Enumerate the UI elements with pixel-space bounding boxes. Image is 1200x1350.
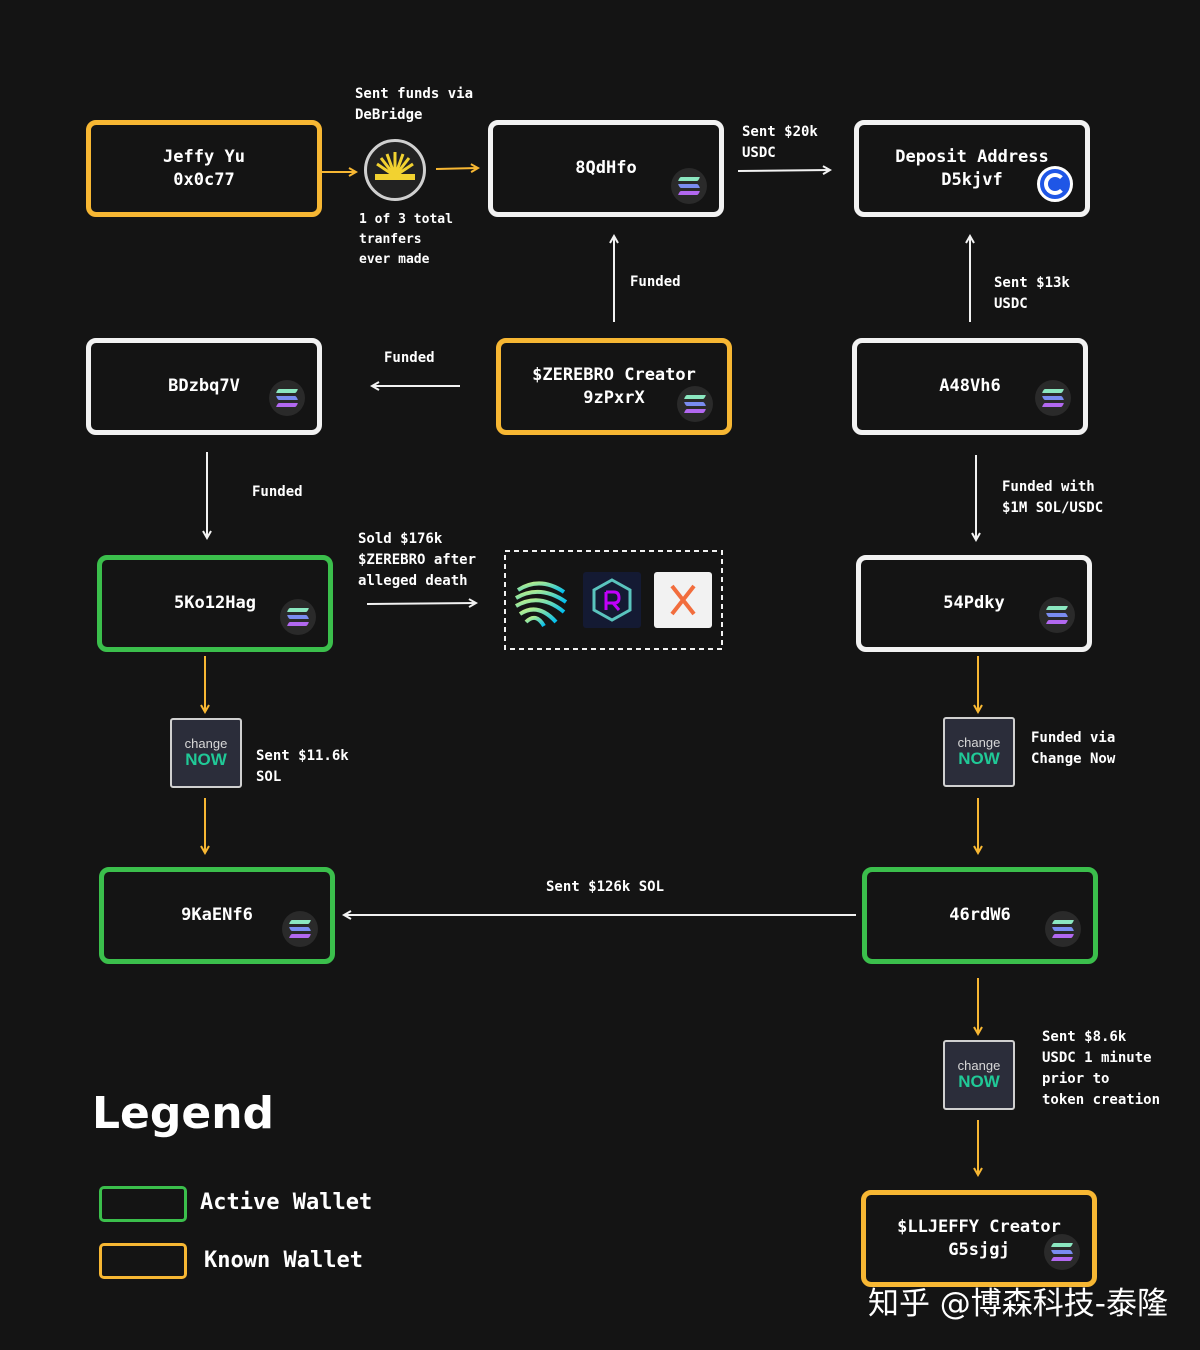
wallet-jeffy-yu: Jeffy Yu 0x0c77 (86, 120, 322, 217)
wallet-54pdky: 54Pdky (856, 555, 1092, 652)
label-funded-down: Funded (252, 484, 303, 500)
arrow-ko12hag-dex (366, 603, 476, 604)
wallet-46rdw6: 46rdW6 (862, 867, 1098, 964)
dex-group-box (504, 550, 723, 650)
label-sent-13k: Sent $13k USDC (994, 275, 1070, 312)
label-sent-11k: Sent $11.6k SOL (256, 748, 349, 785)
changenow-icon: change NOW (943, 1040, 1015, 1110)
wallet-zerebro-creator: $ZEREBRO Creator 9zPxrX (496, 338, 732, 435)
wallet-address: 5Ko12Hag (174, 593, 256, 613)
wallet-address: 46rdW6 (949, 905, 1011, 925)
wallet-address: BDzbq7V (168, 376, 240, 396)
changenow-icon: change NOW (943, 717, 1015, 787)
solana-icon (280, 599, 316, 635)
raydium-icon (583, 572, 641, 628)
arrow-debridge-qdhfo (435, 168, 478, 169)
label-sent-20k: Sent $20k USDC (742, 124, 818, 161)
label-funded-left: Funded (384, 350, 435, 366)
wallet-5ko12hag: 5Ko12Hag (97, 555, 333, 652)
wallet-address: 54Pdky (943, 593, 1005, 613)
wallet-name: $ZEREBRO Creator (532, 364, 696, 385)
wallet-address: A48Vh6 (939, 376, 1001, 396)
watermark: 知乎 @博森科技-泰隆 (867, 1286, 1168, 1322)
wallet-a48vh6: A48Vh6 (852, 338, 1088, 435)
label-debridge-top: Sent funds via DeBridge (355, 86, 474, 123)
wallet-address: D5kjvf (941, 169, 1003, 190)
solana-icon (671, 168, 707, 204)
label-funded-changenow: Funded via Change Now (1031, 730, 1116, 767)
legend-swatch-active (99, 1186, 187, 1222)
wallet-address: G5sjgj (948, 1239, 1010, 1260)
label-funded-1m: Funded with $1M SOL/USDC (1002, 479, 1104, 516)
solana-icon (677, 386, 713, 422)
wallet-8qdhfo: 8QdHfo (488, 120, 724, 217)
solana-icon (269, 380, 305, 416)
changenow-icon: change NOW (170, 718, 242, 788)
solana-icon (1039, 597, 1075, 633)
solana-icon (282, 911, 318, 947)
wallet-bdzbq7v: BDzbq7V (86, 338, 322, 435)
arrow-qdhfo-deposit (737, 170, 830, 171)
solana-icon (1045, 911, 1081, 947)
legend-title: Legend (92, 1088, 275, 1139)
label-sent-8k: Sent $8.6k USDC 1 minute prior to token … (1042, 1029, 1161, 1108)
wallet-address: 0x0c77 (173, 169, 235, 190)
solana-icon (1044, 1234, 1080, 1270)
label-sent-126k: Sent $126k SOL (546, 879, 665, 895)
wallet-address: 8QdHfo (575, 158, 637, 178)
legend-label-known: Known Wallet (204, 1248, 363, 1273)
wallet-address: 9zPxrX (583, 387, 645, 408)
label-sold-176k: Sold $176k $ZEREBRO after alleged death (358, 531, 477, 589)
wallet-name: Jeffy Yu (163, 146, 245, 167)
legend-label-active: Active Wallet (200, 1190, 373, 1215)
jupiter-icon (512, 572, 570, 628)
solana-icon (1035, 380, 1071, 416)
coinbase-icon (1037, 166, 1073, 202)
label-funded-up: Funded (630, 274, 681, 290)
label-debridge-bottom: 1 of 3 total tranfers ever made (359, 212, 453, 267)
wallet-name: Deposit Address (895, 146, 1049, 167)
wallet-name: $LLJEFFY Creator (897, 1216, 1061, 1237)
wallet-lljeffy-creator: $LLJEFFY Creator G5sjgj (861, 1190, 1097, 1287)
wallet-9kaenf6: 9KaENf6 (99, 867, 335, 964)
legend-swatch-known (99, 1243, 187, 1279)
wallet-address: 9KaENf6 (181, 905, 253, 925)
okx-icon (654, 572, 712, 628)
wallet-deposit-address: Deposit Address D5kjvf (854, 120, 1090, 217)
debridge-icon (364, 139, 426, 201)
